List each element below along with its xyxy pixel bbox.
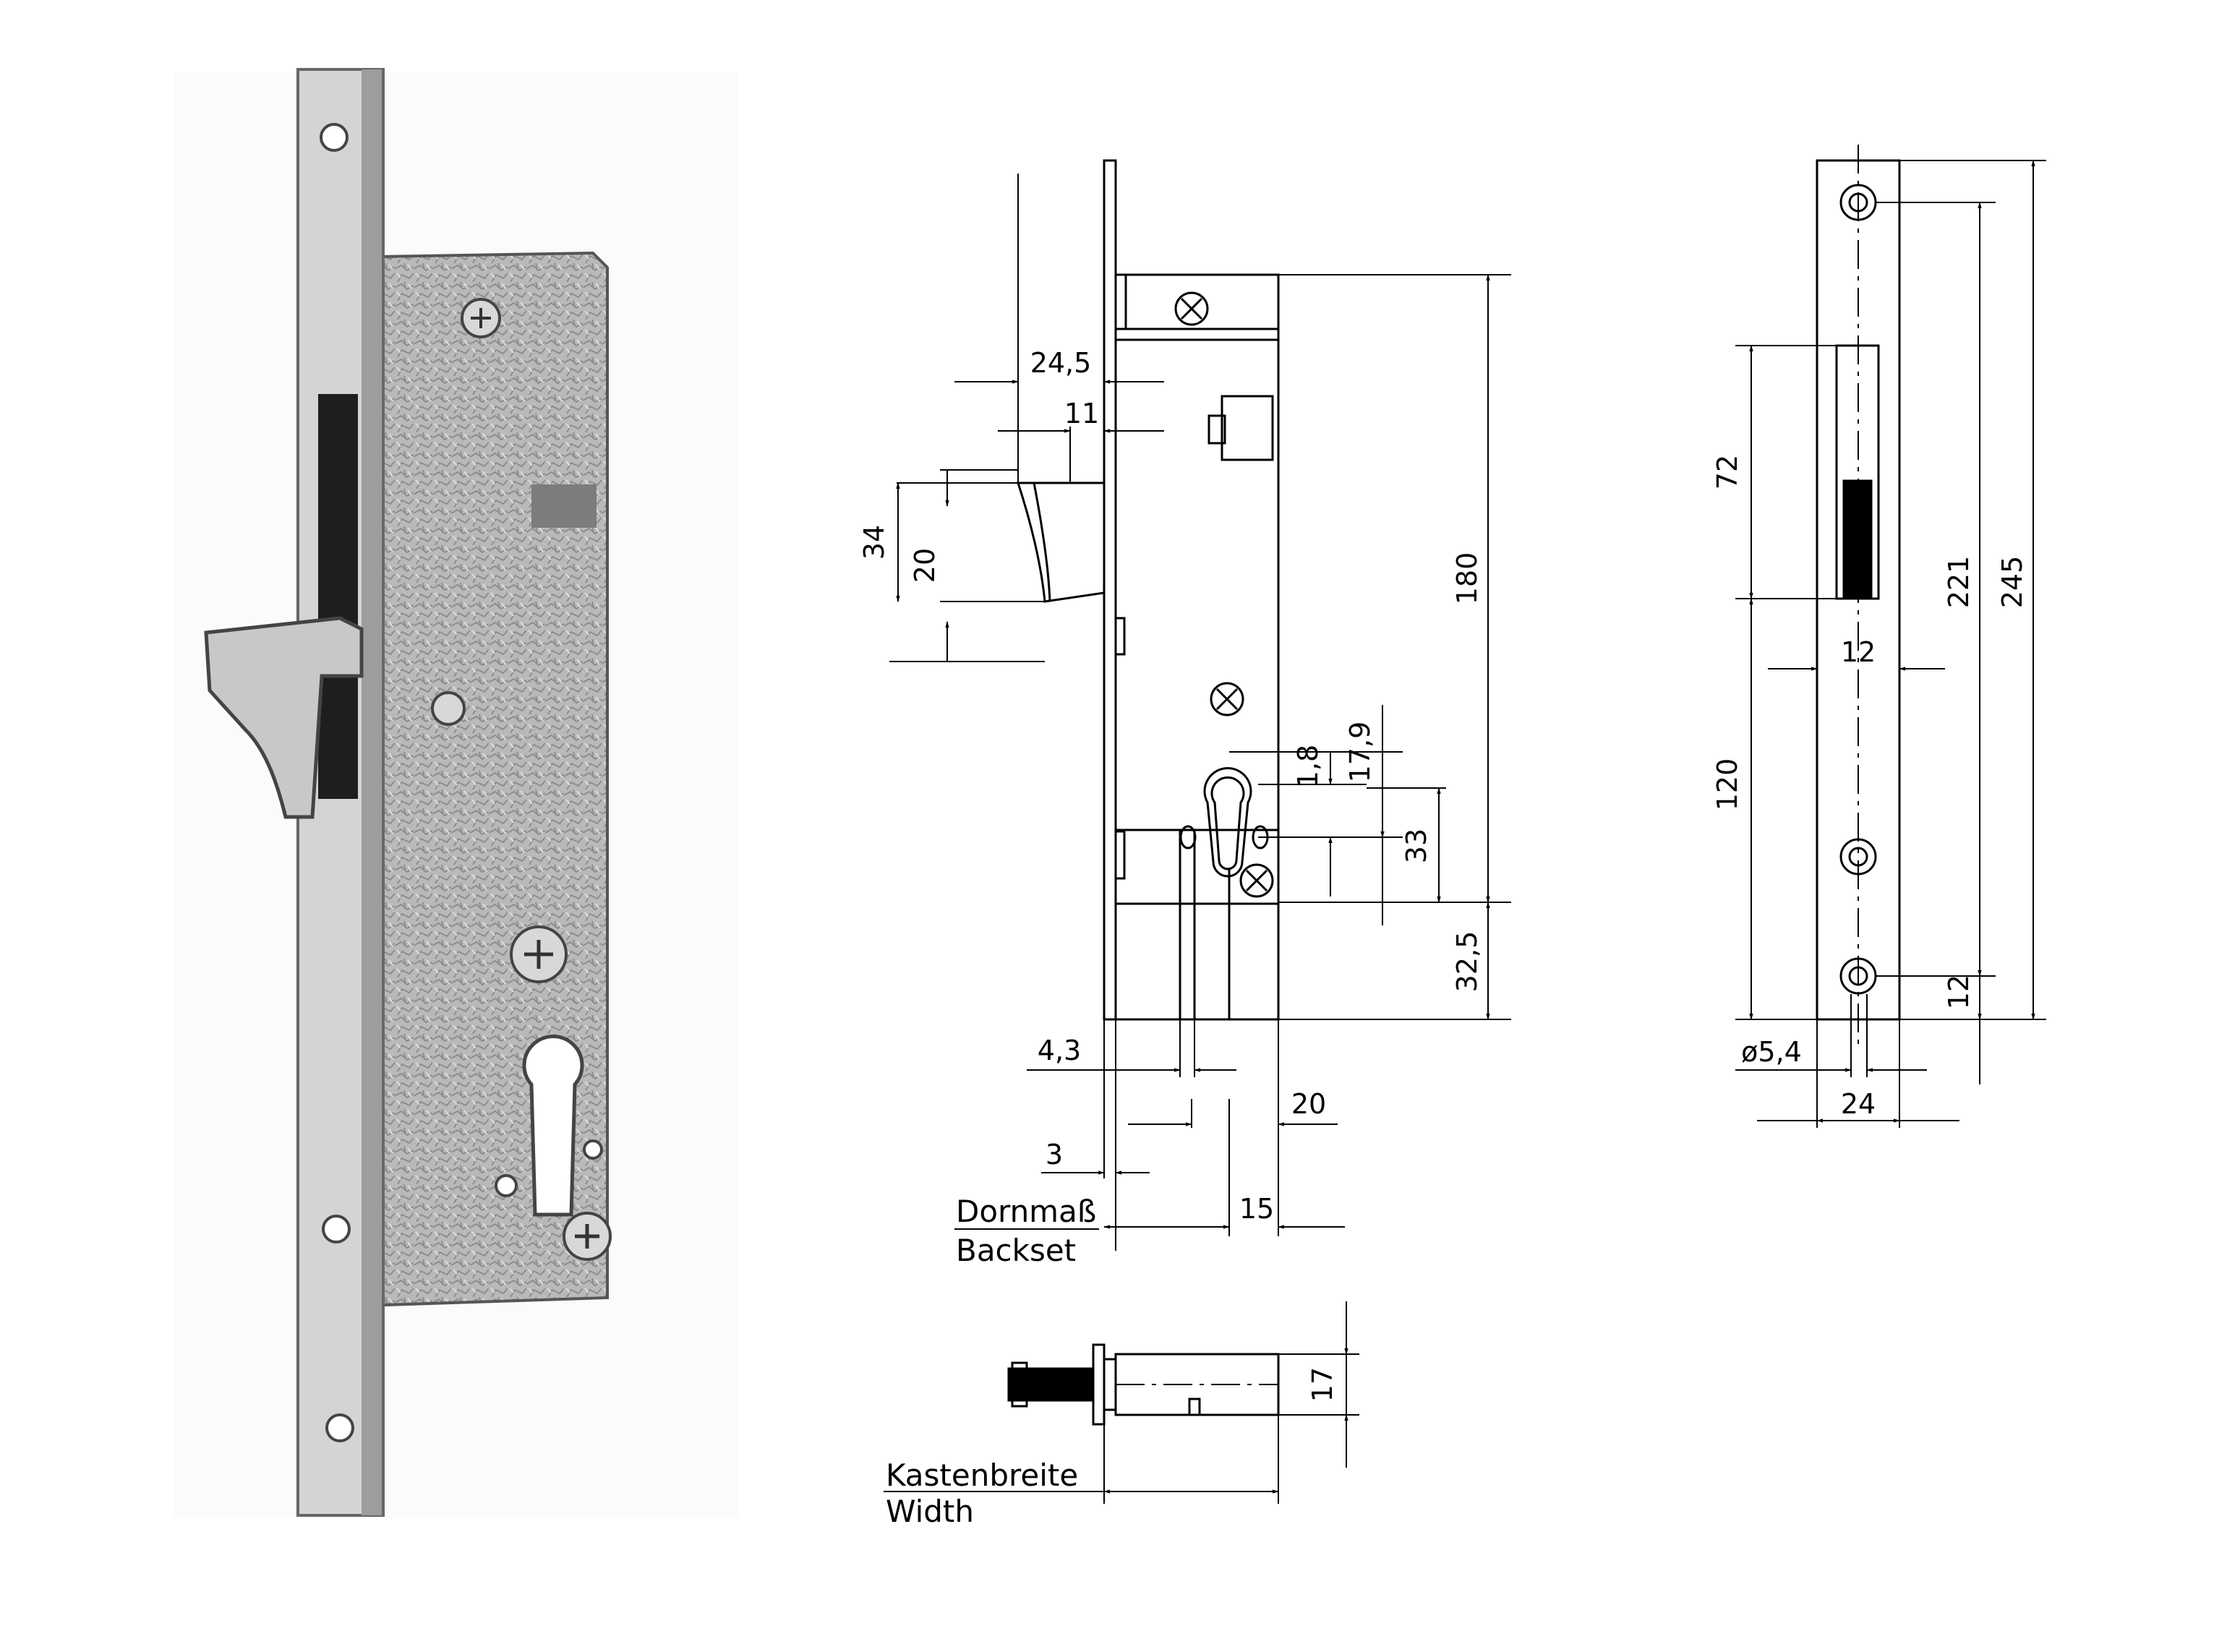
- dim-12-bottom: 12: [1943, 975, 1975, 1009]
- label-backset: Backset: [956, 1233, 1076, 1268]
- dim-180: 180: [1451, 552, 1483, 605]
- dim-72: 72: [1711, 455, 1743, 489]
- faceplate-view-drawing: [1735, 145, 2046, 1128]
- dim-11: 11: [1064, 398, 1099, 429]
- front-latch-box: [1221, 395, 1274, 461]
- front-view-drawing: [889, 159, 1511, 1251]
- dim-15: 15: [1239, 1193, 1274, 1225]
- label-kastenbreite: Kastenbreite: [886, 1458, 1078, 1493]
- dim-120: 120: [1711, 758, 1743, 811]
- front-center-screw-icon: [1210, 682, 1244, 716]
- dim-33: 33: [1401, 829, 1432, 863]
- photo-hook-bolt: [204, 616, 364, 819]
- faceplate-dimension-lines: [1735, 160, 2035, 1123]
- photo-bottom-screw-hole: [325, 1413, 354, 1442]
- dim-221: 221: [1943, 556, 1975, 609]
- dim-20-bottom: 20: [1291, 1088, 1326, 1120]
- dim-phi-5-4: ø5,4: [1741, 1036, 1802, 1068]
- dim-1-8: 1,8: [1292, 745, 1324, 788]
- dim-32-5: 32,5: [1451, 931, 1483, 993]
- dim-245: 245: [1996, 556, 2028, 609]
- dim-24-5: 24,5: [1030, 347, 1092, 379]
- label-dornmass: Dornmaß: [956, 1194, 1096, 1229]
- photo-mid-screw-hole: [322, 1215, 351, 1244]
- lock-product-photo: [174, 68, 738, 1518]
- photo-cylinder-cutout: [522, 1035, 584, 1217]
- dim-17: 17: [1307, 1367, 1338, 1402]
- dim-34: 34: [858, 525, 890, 560]
- front-case-outline: [1114, 273, 1280, 1021]
- front-witness-lines: [889, 174, 1511, 1251]
- dim-4-3: 4,3: [1038, 1035, 1081, 1066]
- front-bottom-screw-icon: [1239, 863, 1274, 898]
- faceplate-witness-lines: [1735, 160, 2046, 1128]
- faceplate-hook-bolt-dark: [1842, 479, 1873, 600]
- top-hook-bolt-dark: [1007, 1367, 1095, 1402]
- top-faceplate: [1092, 1343, 1106, 1426]
- top-view-drawing: [884, 1301, 1359, 1504]
- case-rivet-icon: [431, 691, 466, 726]
- dim-24: 24: [1841, 1088, 1876, 1120]
- front-hook-bolt: [1016, 482, 1106, 603]
- dim-12-hook: 12: [1841, 636, 1876, 668]
- dim-20-hook: 20: [909, 548, 941, 583]
- faceplate-edge: [362, 69, 382, 1515]
- dim-17-9: 17,9: [1344, 722, 1376, 783]
- photo-top-screw-hole: [320, 123, 349, 152]
- top-dimension-lines: [1103, 1301, 1348, 1494]
- label-width: Width: [886, 1494, 974, 1529]
- faceplate-hook-slot: [318, 394, 358, 799]
- front-cylinder-keyhole: [1203, 767, 1252, 878]
- front-faceplate-edge: [1103, 159, 1117, 1021]
- dim-3: 3: [1046, 1139, 1063, 1170]
- front-dimension-lines: [896, 274, 1490, 1230]
- front-top-screw-icon: [1174, 291, 1209, 326]
- top-witness-lines: [884, 1353, 1359, 1504]
- latch-housing: [531, 484, 597, 528]
- faceplate-mid-hole-icon: [1839, 838, 1877, 876]
